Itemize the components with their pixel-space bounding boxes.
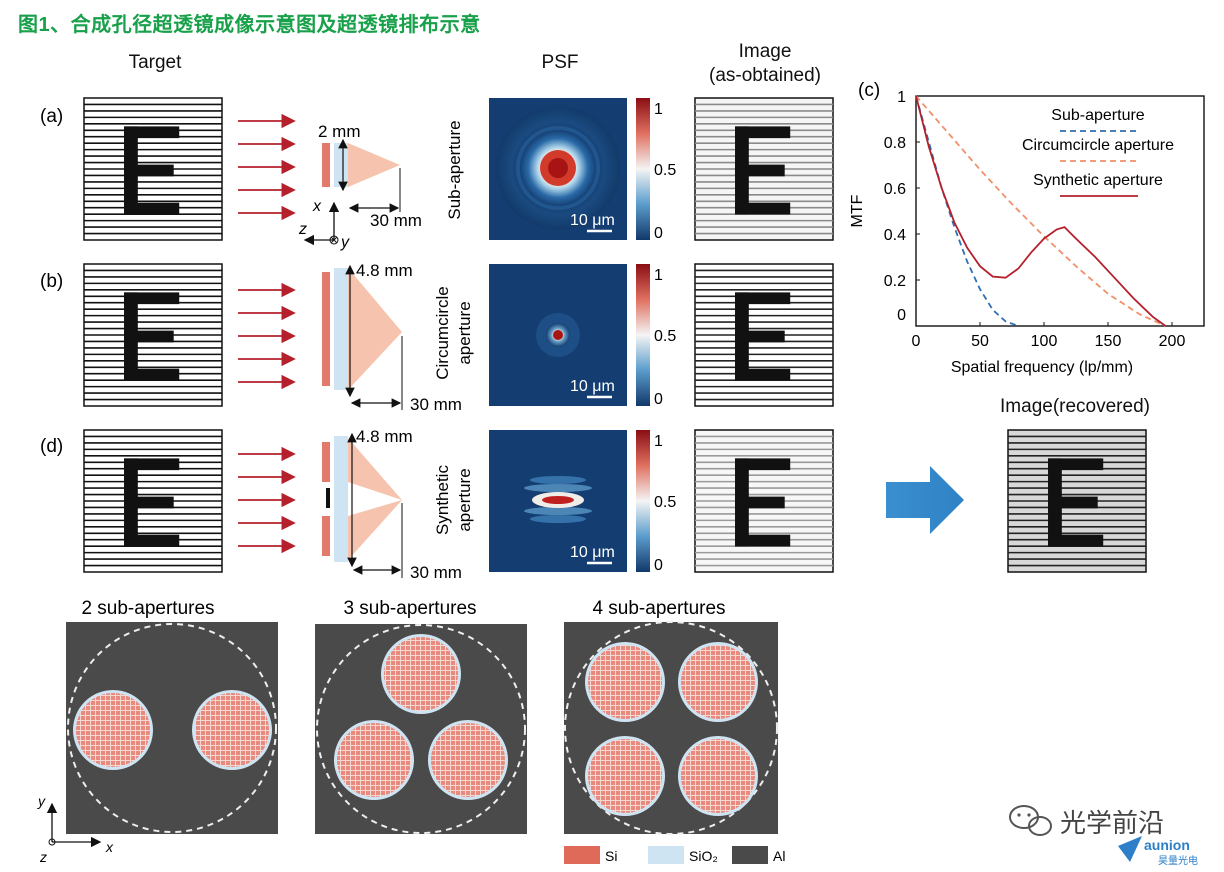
layout-axes [46, 802, 102, 848]
recover-arrow [886, 466, 964, 534]
layout-panel-4 [564, 621, 778, 835]
axis-z-label: z [298, 221, 307, 238]
mtf-xtick-label: 0 [912, 333, 921, 350]
layout-axis-x: x [105, 839, 114, 855]
mtf-series-1 [915, 95, 1166, 327]
psf-scale-a: 10 μm [570, 212, 615, 229]
metalens-schematic-b [322, 264, 403, 410]
aunion-logo-icon [1118, 836, 1142, 862]
mtf-ytick-label: 0.8 [884, 135, 906, 152]
colorbar-b [636, 264, 650, 406]
aperture-label-b2: aperture [455, 301, 474, 364]
header-psf: PSF [541, 52, 579, 73]
layout-axis-y: y [37, 793, 46, 809]
mtf-xtick-label: 50 [971, 333, 989, 350]
dim-label-a: 2 mm [318, 122, 361, 141]
colorbar-a [636, 98, 650, 240]
layout-panel-2 [66, 622, 278, 834]
cbar-b-1: 1 [654, 267, 663, 284]
figure-title: 图1、合成孔径超透镜成像示意图及超透镜排布示意 [18, 14, 481, 36]
dim-label-b: 4.8 mm [356, 261, 413, 280]
aperture-label-d1: Synthetic [433, 465, 452, 535]
mtf-legend-label-0: Sub-aperture [1051, 107, 1144, 124]
image-recovered [1007, 429, 1147, 573]
aperture-label-b1: Circumcircle [433, 286, 452, 380]
mtf-ytick-label: 0 [897, 307, 906, 324]
focal-label-d: 30 mm [410, 563, 462, 582]
layout-axis-z: z [39, 849, 47, 865]
psf-panel-a [489, 98, 627, 240]
legend-al: Al [773, 848, 785, 864]
light-arrows-d [238, 446, 296, 554]
cbar-a-05: 0.5 [654, 162, 676, 179]
psf-panel-b [489, 264, 627, 406]
mtf-xtick-label: 200 [1159, 333, 1186, 350]
layout-title-3: 3 sub-apertures [343, 598, 476, 619]
aperture-label-a: Sub-aperture [445, 120, 464, 219]
mtf-legend-label-2: Synthetic aperture [1033, 172, 1163, 189]
target-panel-b [83, 263, 223, 407]
mtf-ytick-label: 1 [897, 89, 906, 106]
layout-panel-3 [315, 624, 527, 834]
focal-label-a: 30 mm [370, 211, 422, 230]
cbar-a-0: 0 [654, 225, 663, 242]
dim-label-d: 4.8 mm [356, 427, 413, 446]
axis-y-label: y [340, 234, 350, 251]
row-a-label: (a) [40, 106, 63, 127]
header-image-line1: Image [738, 41, 792, 62]
mtf-ytick-label: 0.6 [884, 181, 906, 198]
cbar-d-1: 1 [654, 433, 663, 450]
row-d-label: (d) [40, 436, 63, 457]
psf-scale-d: 10 μm [570, 544, 615, 561]
brand-sub: 昊量光电 [1158, 854, 1198, 867]
watermark-text: 光学前沿 [1060, 808, 1164, 838]
image-obtained-a [694, 97, 834, 241]
metalens-schematic-a [322, 138, 401, 213]
psf-scale-b: 10 μm [570, 378, 615, 395]
image-obtained-d [694, 429, 834, 573]
light-arrows-a [238, 113, 296, 221]
focal-label-b: 30 mm [410, 395, 462, 414]
header-image-obtained: Image (as-obtained) [690, 40, 840, 88]
mtf-ylabel: MTF [849, 194, 866, 227]
cbar-d-0: 0 [654, 557, 663, 574]
cbar-a-1: 1 [654, 101, 663, 118]
mtf-frame [915, 95, 1205, 327]
material-legend [564, 846, 768, 864]
row-b-label: (b) [40, 271, 63, 292]
metalens-schematic-d [322, 432, 403, 578]
colorbar-d [636, 430, 650, 572]
cbar-b-0: 0 [654, 391, 663, 408]
mtf-ytick-label: 0.2 [884, 273, 906, 290]
cbar-d-05: 0.5 [654, 494, 676, 511]
layout-title-4: 4 sub-apertures [592, 598, 725, 619]
coord-axes-a [303, 201, 340, 246]
cbar-b-05: 0.5 [654, 328, 676, 345]
mtf-xtick-label: 100 [1031, 333, 1058, 350]
chart-label-c: (c) [858, 80, 880, 101]
wechat-icon [1009, 805, 1052, 836]
header-target: Target [128, 52, 182, 73]
mtf-ytick-label: 0.4 [884, 227, 906, 244]
image-obtained-b [694, 263, 834, 407]
target-panel-a [83, 97, 223, 241]
mtf-series-2 [915, 95, 1167, 327]
mtf-xlabel: Spatial frequency (lp/mm) [951, 359, 1133, 376]
axis-x-label: x [312, 198, 322, 215]
mtf-xtick-label: 150 [1095, 333, 1122, 350]
legend-si: Si [605, 848, 617, 864]
light-arrows-b [238, 282, 296, 390]
psf-panel-d [489, 430, 627, 572]
aperture-label-d2: aperture [455, 468, 474, 531]
target-panel-d [83, 429, 223, 573]
layout-title-2: 2 sub-apertures [81, 598, 214, 619]
legend-sio2: SiO₂ [689, 848, 718, 864]
header-image-line2: (as-obtained) [709, 65, 821, 86]
mtf-series-0 [915, 95, 1019, 327]
mtf-legend-label-1: Circumcircle aperture [1022, 137, 1174, 154]
brand-name: aunion [1144, 837, 1190, 853]
header-image-recovered: Image(recovered) [1000, 396, 1150, 417]
